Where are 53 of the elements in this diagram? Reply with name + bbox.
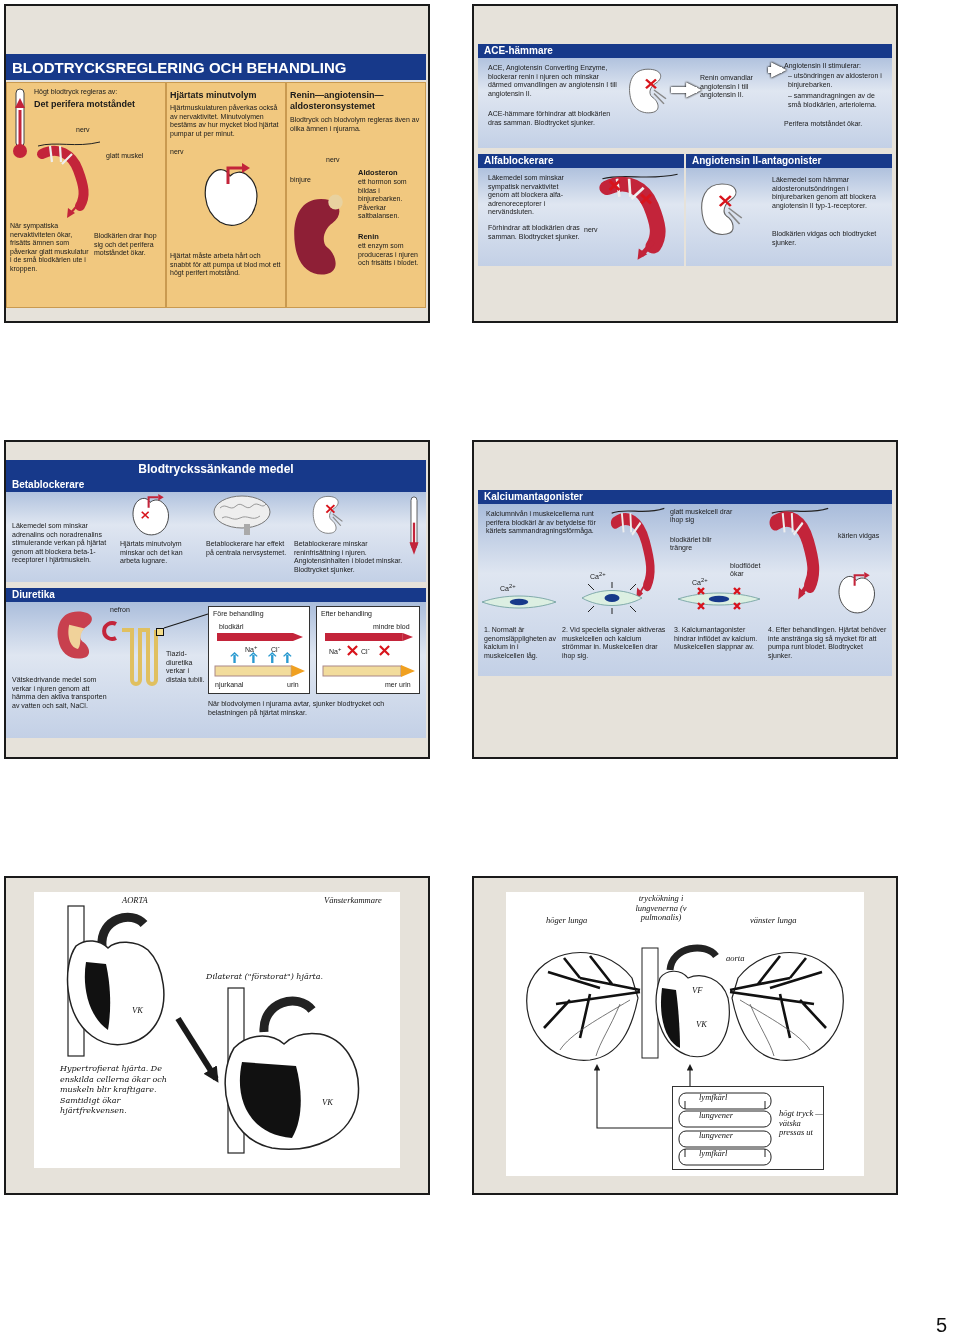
- label: aorta: [726, 954, 746, 964]
- slide-frame: [4, 4, 430, 323]
- inset-box: [672, 1086, 824, 1170]
- page-number: 5: [936, 1314, 949, 1336]
- connector-line: [163, 613, 209, 629]
- label: höger lunga: [546, 916, 589, 926]
- arrow: [768, 62, 787, 78]
- slide-frame: [4, 440, 430, 759]
- label: Vänsterkammare: [324, 896, 383, 906]
- info-panel: [478, 154, 684, 266]
- arrow: [593, 1064, 673, 1129]
- info-panel: [6, 588, 426, 738]
- arrow: [686, 1064, 694, 1087]
- label: lungvener: [699, 1111, 734, 1121]
- info-panel: [478, 490, 892, 676]
- info-panel: [478, 44, 892, 148]
- info-panel: [286, 82, 426, 308]
- label: VK: [696, 1020, 708, 1030]
- slide-frame: [4, 876, 430, 1195]
- label: lungvener: [699, 1131, 734, 1141]
- info-panel: [6, 478, 426, 582]
- label: högt tryck — vätska pressas ut: [779, 1109, 823, 1138]
- info-panel: [686, 154, 892, 266]
- heading: Renin—angiotensin—aldosteronsystemet: [290, 90, 385, 112]
- panel-header: Angiotensin II-antagonister: [686, 154, 892, 168]
- label: VF: [692, 986, 704, 996]
- label: VK: [322, 1098, 334, 1108]
- label: Hypertrofierat hjärta. De enskilda cellerna ökar och muskeln blir kraftigare. Samtidigt ökar hjärtfrekvensen.: [60, 1064, 168, 1117]
- label: lymfkärl: [699, 1149, 729, 1159]
- label: tryckökning i lungvenerna (v pulmonalis): [634, 894, 688, 923]
- info-panel: [166, 82, 286, 308]
- label: VK: [132, 1006, 144, 1016]
- slide-frame: [472, 876, 898, 1195]
- title-bar: Blodtryckssänkande medel: [6, 460, 426, 478]
- heading: Det perifera motståndet: [34, 99, 137, 110]
- heading: Hjärtats minutvolym: [170, 90, 258, 101]
- panel-header: Diuretika: [6, 588, 426, 602]
- title-bar: BLODTRYCKSREGLERING OCH BEHANDLING: [6, 54, 426, 80]
- arrow: [671, 82, 702, 98]
- info-panel: [6, 82, 166, 308]
- label: Dilaterat ("förstorat") hjärta.: [206, 972, 325, 983]
- inset-box: [316, 606, 420, 694]
- panel-header: Alfablockerare: [478, 154, 684, 168]
- panel-header: Betablockerare: [6, 478, 426, 492]
- label: AORTA: [122, 896, 149, 906]
- arrow: [175, 1016, 219, 1083]
- slide-frame: [472, 4, 898, 323]
- label: lymfkärl: [699, 1093, 729, 1103]
- slide-frame: [472, 440, 898, 759]
- inset-box: [208, 606, 310, 694]
- label: vänster lunga: [750, 916, 798, 926]
- panel-header: ACE-hämmare: [478, 44, 892, 58]
- panel-header: Kalciumantagonister: [478, 490, 892, 504]
